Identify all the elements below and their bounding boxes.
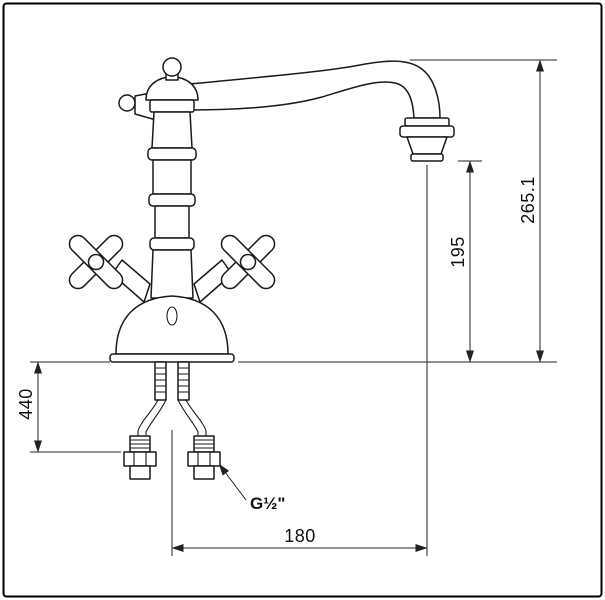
- connection-thread-label: G½": [250, 494, 285, 513]
- total-height-dimension-label: 265.1: [518, 176, 538, 224]
- outlet-height-dimension-label: 195: [448, 236, 468, 268]
- dimension-labels: 265.1 195 440 180 G½": [16, 176, 538, 546]
- dimension-lines: [30, 59, 557, 556]
- faucet-spout: [189, 60, 455, 162]
- faucet-outline: [68, 57, 455, 480]
- cross-handle-right: [220, 234, 276, 290]
- hose-length-dimension-label: 440: [16, 388, 36, 420]
- faucet-body-column: [118, 57, 199, 299]
- thread-leader-line: [218, 463, 247, 501]
- threaded-tails: [154, 361, 190, 401]
- spout-reach-dimension-label: 180: [284, 526, 316, 546]
- supply-hoses: [123, 399, 221, 480]
- cross-handle-left: [68, 234, 124, 290]
- faucet-base: [109, 295, 235, 363]
